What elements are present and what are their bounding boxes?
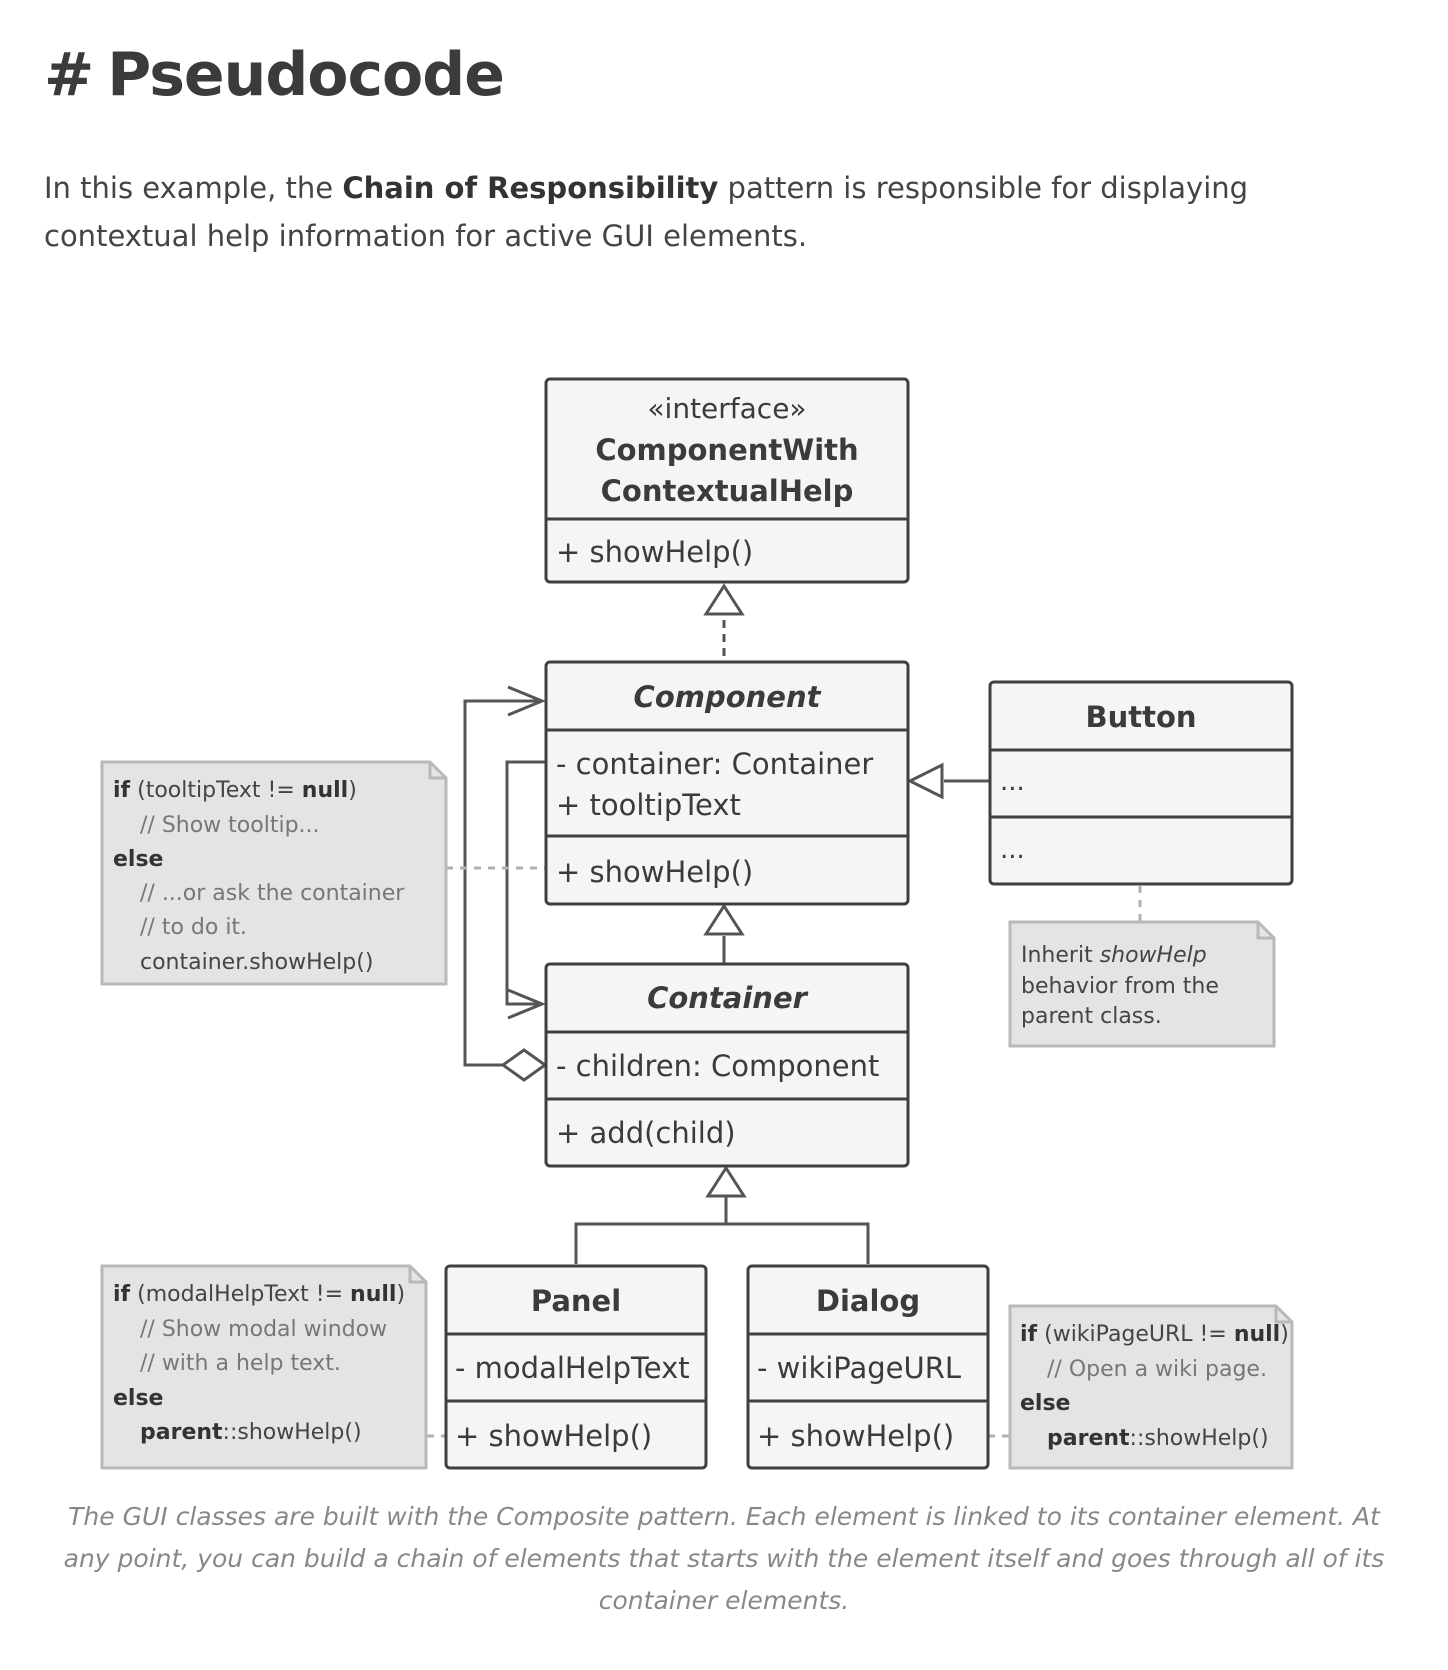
container-association-line [505, 760, 546, 1006]
note1-comment1: // Show tooltip... [140, 813, 320, 838]
note3-null: null [350, 1282, 396, 1307]
svg-text:// Show tooltip...: // Show tooltip... [140, 813, 320, 838]
panel-name: Panel [531, 1284, 621, 1318]
panel-field: - modalHelpText [455, 1351, 690, 1385]
note4-condition: (wikiPageURL != [1037, 1322, 1234, 1347]
button-section1: ... [1000, 767, 1025, 797]
intro-text-before: In this example, the [44, 171, 343, 205]
class-container: Container - children: Component + add(ch… [544, 962, 910, 1168]
component-field-container: - container: Container [556, 747, 873, 781]
note3-parent: parent [140, 1420, 223, 1445]
figure-caption: The GUI classes are built with the Compo… [63, 1502, 1385, 1615]
intro-text-after: pattern is responsible for displaying co… [44, 171, 1249, 253]
dialog-method: + showHelp() [757, 1419, 954, 1453]
note1-else: else [113, 847, 163, 872]
connectors [463, 583, 990, 1264]
children-aggregation-arrowhead [507, 685, 546, 717]
note3-else: else [113, 1386, 163, 1411]
note3-comment1: // Show modal window [140, 1317, 387, 1342]
subclass-inheritance-tree [574, 1222, 870, 1264]
svg-text:// Show modal window: // Show modal window [140, 1317, 387, 1342]
children-aggregation-line [463, 699, 542, 1067]
component-name: Component [634, 680, 822, 714]
note1-null: null [302, 778, 348, 803]
svg-text:parent class.: parent class. [1021, 1004, 1162, 1029]
note4-else: else [1020, 1391, 1070, 1416]
note2-method: showHelp [1100, 943, 1207, 968]
class-interface-component-with-contextual-help: «interface» ComponentWith ContextualHelp… [544, 377, 910, 584]
interface-name-line2: ContextualHelp [601, 474, 854, 508]
heading-hash: # [44, 40, 94, 110]
svg-text:Inherit showHelp: Inherit showHelp [1021, 943, 1207, 968]
container-inheritance-arrowhead [703, 903, 745, 936]
svg-text:behavior from the: behavior from the [1021, 974, 1219, 999]
note3-comment2: // with a help text. [140, 1351, 341, 1376]
container-association-arrowhead [507, 988, 546, 1020]
intro-pattern-name: Chain of Responsibility [342, 171, 719, 205]
note3-close: ) [396, 1282, 405, 1307]
note3-call: ::showHelp() [223, 1420, 362, 1445]
svg-text:if (modalHelpText != null): if (modalHelpText != null) [113, 1282, 405, 1307]
note2-line2: behavior from the [1021, 974, 1219, 999]
subclass-inheritance-arrowhead [705, 1165, 747, 1198]
page-title: #Pseudocode [44, 40, 505, 110]
svg-text:// ...or ask the container: // ...or ask the container [140, 881, 405, 906]
svg-text:container.showHelp(): container.showHelp() [140, 950, 373, 975]
note2-line3: parent class. [1021, 1004, 1162, 1029]
svg-text:else: else [113, 1386, 163, 1411]
interface-name-line1: ComponentWith [595, 433, 858, 467]
button-section2: ... [1000, 835, 1025, 865]
button-inheritance-arrowhead [906, 762, 944, 800]
note2-inherit: Inherit [1021, 943, 1100, 968]
note1-close: ) [348, 778, 357, 803]
class-dialog: Dialog - wikiPageURL + showHelp() [746, 1264, 990, 1470]
component-method: + showHelp() [556, 855, 753, 889]
interface-stereotype: «interface» [647, 392, 806, 425]
button-name: Button [1085, 700, 1196, 734]
note1-comment3: // to do it. [140, 915, 247, 940]
note4-if: if [1020, 1322, 1038, 1347]
svg-text:// with a help text.: // with a help text. [140, 1351, 341, 1376]
note-panel-showhelp: if (modalHelpText != null) // Show modal… [100, 1264, 428, 1470]
svg-text:// to do it.: // to do it. [140, 915, 247, 940]
svg-text:parent::showHelp(): parent::showHelp() [1047, 1426, 1269, 1451]
note1-call: container.showHelp() [140, 950, 373, 975]
interface-method: + showHelp() [556, 535, 753, 569]
note4-null: null [1234, 1322, 1280, 1347]
note4-close: ) [1280, 1322, 1289, 1347]
svg-text:if (wikiPageURL != null): if (wikiPageURL != null) [1020, 1322, 1289, 1347]
class-component: Component - container: Container + toolt… [544, 660, 910, 906]
note4-parent: parent [1047, 1426, 1130, 1451]
component-field-tooltip: + tooltipText [556, 788, 741, 822]
svg-text:if (tooltipText != null): if (tooltipText != null) [113, 778, 357, 803]
note1-comment2: // ...or ask the container [140, 881, 405, 906]
panel-method: + showHelp() [455, 1419, 652, 1453]
realization-arrowhead [703, 583, 745, 616]
dialog-name: Dialog [816, 1284, 920, 1318]
note-dialog-showhelp: if (wikiPageURL != null) // Open a wiki … [1008, 1304, 1294, 1470]
note4-comment: // Open a wiki page. [1047, 1357, 1267, 1382]
container-field: - children: Component [556, 1049, 879, 1083]
svg-text:else: else [1020, 1391, 1070, 1416]
svg-text:else: else [113, 847, 163, 872]
heading-text: Pseudocode [107, 40, 505, 110]
note1-if: if [113, 778, 131, 803]
note-button-inherit: Inherit showHelp behavior from the paren… [1008, 920, 1276, 1048]
aggregation-diamond [500, 1048, 548, 1082]
svg-text:// Open a wiki page.: // Open a wiki page. [1047, 1357, 1267, 1382]
intro-paragraph: In this example, the Chain of Responsibi… [44, 164, 1344, 260]
note1-condition: (tooltipText != [130, 778, 302, 803]
note4-call: ::showHelp() [1130, 1426, 1269, 1451]
note3-condition: (modalHelpText != [130, 1282, 350, 1307]
note-component-showhelp: if (tooltipText != null) // Show tooltip… [100, 760, 448, 986]
note3-if: if [113, 1282, 131, 1307]
container-method: + add(child) [556, 1116, 736, 1150]
container-name: Container [647, 981, 809, 1015]
class-panel: Panel - modalHelpText + showHelp() [444, 1264, 708, 1470]
svg-text:parent::showHelp(): parent::showHelp() [140, 1420, 362, 1445]
class-button: Button ... ... [988, 680, 1294, 886]
dialog-field: - wikiPageURL [757, 1351, 961, 1385]
